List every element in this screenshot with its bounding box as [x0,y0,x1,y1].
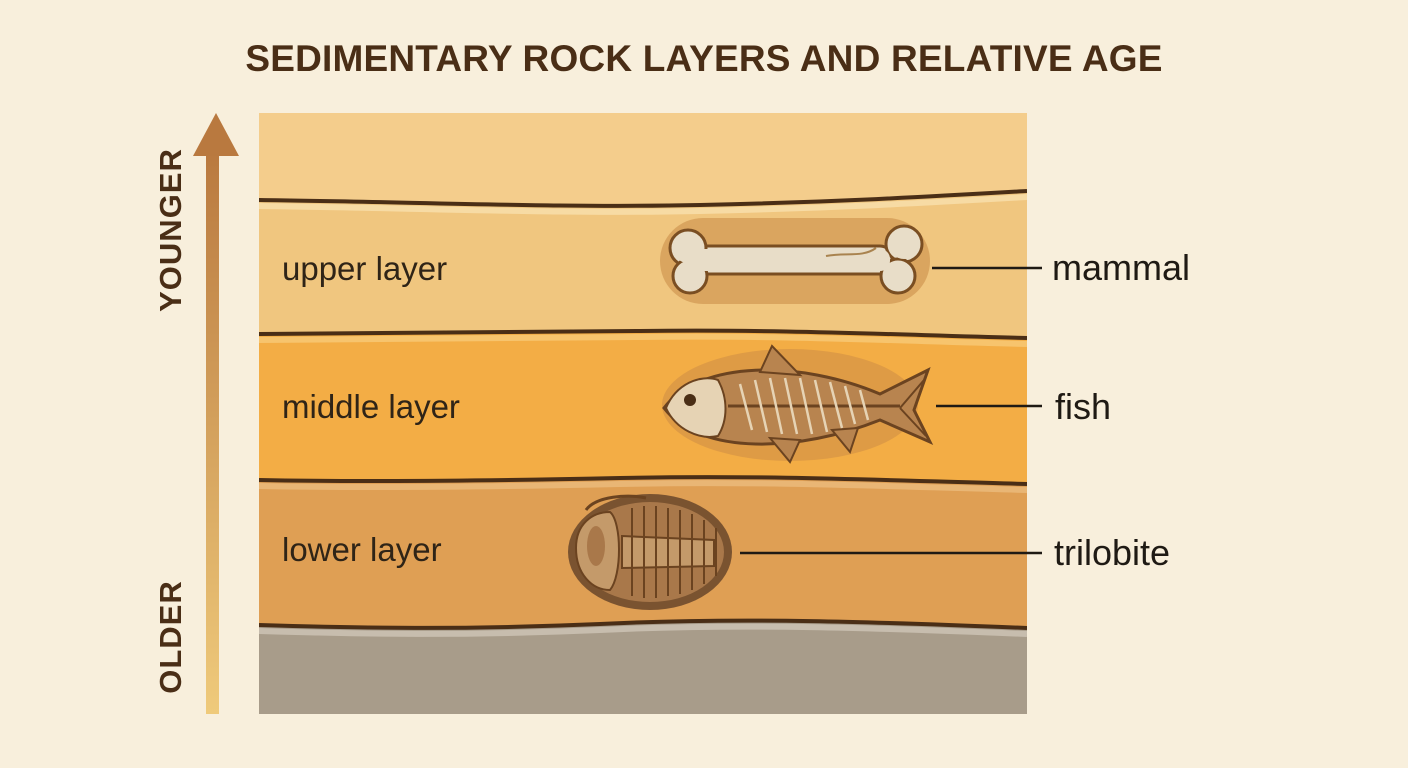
diagram-title: SEDIMENTARY ROCK LAYERS AND RELATIVE AGE [245,38,1163,79]
bone-fossil-icon [660,218,930,304]
mammal-label: mammal [1052,247,1191,288]
trilobite-fossil-icon [568,494,732,610]
middle-layer-label: middle layer [282,388,460,425]
boundary-line [259,189,1027,208]
top-sediment-layer [259,113,1027,205]
fish-fossil-icon [662,344,934,464]
lower-layer-label: lower layer [282,531,442,568]
fish-label: fish [1055,386,1112,427]
boundary-line [259,475,1027,486]
older-label: OLDER [153,580,188,694]
boundary-line [259,328,1027,340]
bedrock-layer [259,620,1027,714]
trilobite-label: trilobite [1054,532,1171,573]
younger-label: YOUNGER [153,148,188,312]
upper-layer-label: upper layer [282,250,448,287]
boundary-line [259,618,1027,630]
age-arrow [193,113,239,714]
